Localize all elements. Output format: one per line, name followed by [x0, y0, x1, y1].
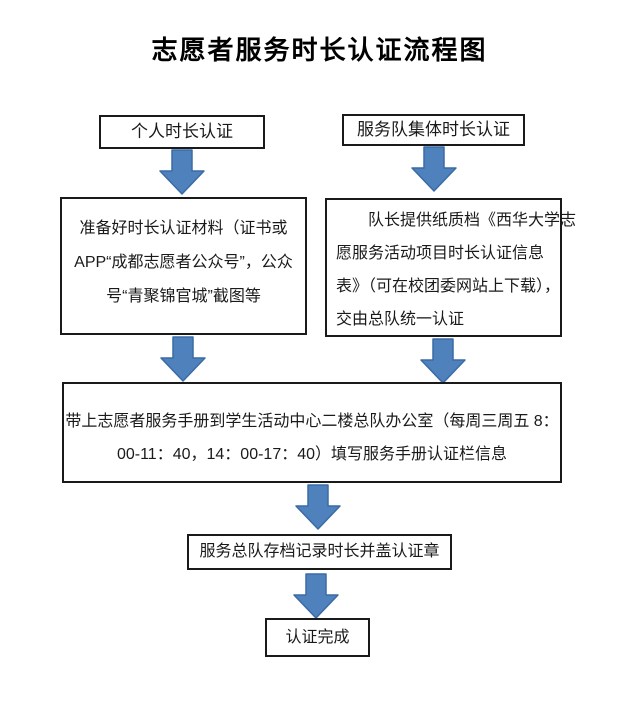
down-arrow-icon — [420, 338, 466, 385]
team-cert-start-box: 服务队集体时长认证 — [342, 114, 525, 146]
leader-paper-form-line: 队长提供纸质档《西华大学志 — [368, 212, 577, 229]
team-cert-start-label: 服务队集体时长认证 — [357, 120, 510, 139]
prepare-materials-line: 号“青聚锦官城”截图等 — [106, 288, 261, 305]
office-visit-box: 带上志愿者服务手册到学生活动中心二楼总队办公室（每周三周五 8： 00-11：4… — [62, 382, 562, 483]
certification-complete-box: 认证完成 — [265, 618, 370, 657]
prepare-materials-line: APP“成都志愿者公众号”，公众 — [74, 254, 293, 271]
leader-paper-form-line: 表》（可在校团委网站上下载）， — [336, 278, 561, 295]
down-arrow-icon — [160, 336, 206, 383]
prepare-materials-line: 准备好时长认证材料（证书或 — [79, 220, 288, 237]
personal-cert-start-label: 个人时长认证 — [131, 122, 233, 141]
office-visit-line: 带上志愿者服务手册到学生活动中心二楼总队办公室（每周三周五 8： — [65, 413, 559, 430]
down-arrow-icon — [295, 484, 341, 531]
archive-stamp-label: 服务总队存档记录时长并盖认证章 — [199, 543, 440, 560]
down-arrow-icon — [293, 573, 339, 620]
personal-cert-start-box: 个人时长认证 — [99, 115, 265, 149]
down-arrow-icon — [411, 146, 457, 193]
office-visit-line: 00-11：40，14：00-17：40）填写服务手册认证栏信息 — [116, 446, 508, 463]
leader-paper-form-line: 愿服务活动项目时长认证信息 — [336, 245, 545, 262]
archive-stamp-box: 服务总队存档记录时长并盖认证章 — [187, 534, 452, 570]
leader-paper-form-line: 交由总队统一认证 — [336, 311, 465, 328]
page-title: 志愿者服务时长认证流程图 — [151, 36, 488, 65]
leader-paper-form-box: 队长提供纸质档《西华大学志 愿服务活动项目时长认证信息 表》（可在校团委网站上下… — [325, 198, 577, 337]
certification-complete-label: 认证完成 — [285, 629, 350, 646]
down-arrow-icon — [159, 149, 205, 196]
prepare-materials-box: 准备好时长认证材料（证书或 APP“成都志愿者公众号”，公众 号“青聚锦官城”截… — [60, 197, 307, 335]
